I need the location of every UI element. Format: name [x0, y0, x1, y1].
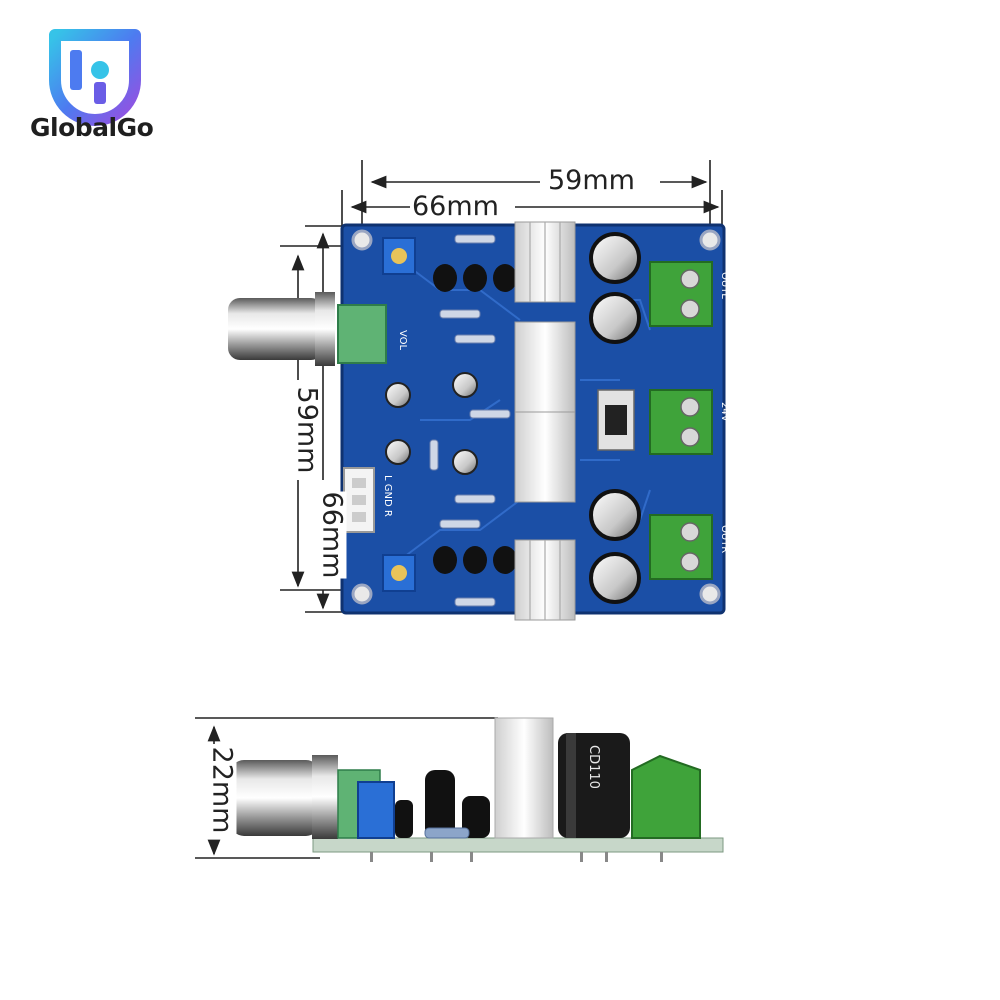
brand-name: GlobalGo: [30, 113, 154, 142]
label-out-r: OUTR: [719, 525, 730, 553]
dim-left-inner: 59mm: [291, 386, 323, 474]
side-knob-icon: [230, 755, 338, 839]
dim-side-height: 22mm: [206, 746, 238, 834]
side-heatsink-icon: [494, 717, 554, 839]
label-out-l: OUTL: [719, 272, 730, 299]
label-vol: VOL: [397, 330, 408, 351]
side-dimension-lines: [195, 717, 498, 859]
label-input: L GND R: [382, 475, 393, 517]
dim-top-outer: 59mm: [548, 165, 635, 196]
resistor-icons: [429, 234, 511, 607]
top-dimension-lines: [341, 160, 723, 235]
electrolytic-capacitor-icons: [589, 232, 641, 604]
dim-top-inner: 66mm: [412, 191, 499, 222]
input-connector-icon: [343, 467, 375, 533]
side-trim-pot-icon: [357, 781, 395, 839]
label-power: 24V: [719, 402, 730, 422]
side-transistor-icons: [395, 770, 490, 838]
mounting-hole-icons: [351, 229, 721, 605]
trim-potentiometer-icon: [382, 237, 416, 592]
capacitor-label: CD110: [586, 745, 601, 789]
side-capacitor-icon: CD110: [558, 733, 630, 838]
terminal-block-icons: [649, 261, 713, 580]
small-capacitor-icons: [385, 372, 478, 475]
volume-knob-icon: [228, 292, 387, 366]
bridge-rectifier-icon: [597, 389, 635, 451]
pcb-top-view: VOL L GND R OUTL 24V OUTR: [228, 221, 730, 621]
pcb-side-view: CD110: [230, 717, 724, 862]
dim-left-outer: 66mm: [316, 491, 348, 579]
transistor-icons: [433, 264, 517, 574]
side-terminal-block-icon: [631, 754, 701, 839]
brand-logo-icon: [49, 29, 141, 126]
